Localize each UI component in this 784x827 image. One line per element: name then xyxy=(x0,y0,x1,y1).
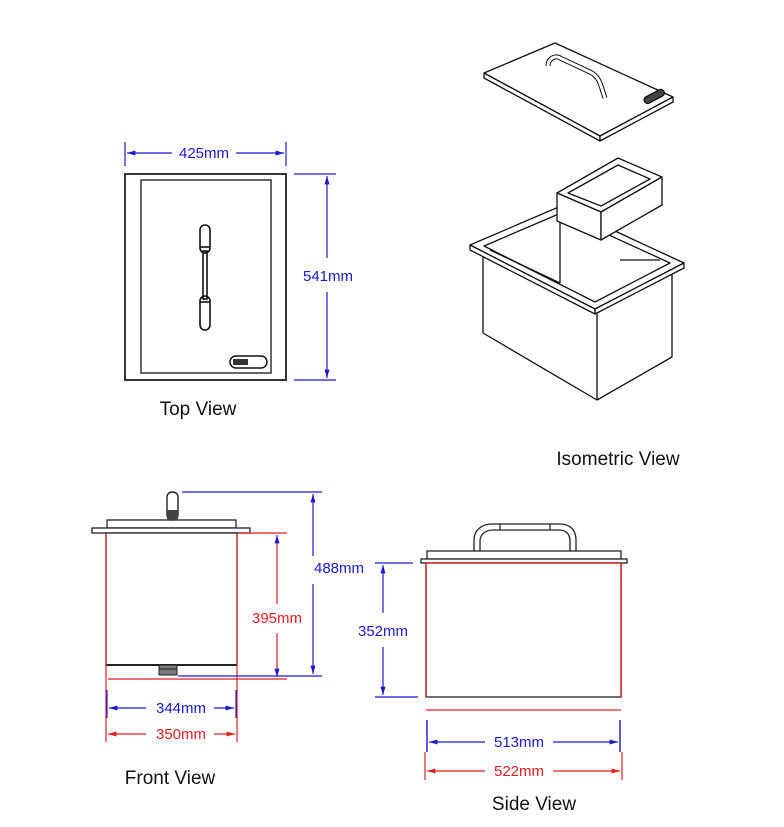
top-view-lid-panel xyxy=(140,179,272,374)
side-body xyxy=(425,562,622,698)
lid-handle-icon xyxy=(199,224,211,331)
isometric-tub xyxy=(469,205,685,401)
front-total-height-label: 488mm xyxy=(314,560,364,577)
side-lid-top xyxy=(426,550,622,560)
side-outer-width-label: 522mm xyxy=(494,763,544,780)
side-view-title: Side View xyxy=(492,794,576,815)
isometric-view xyxy=(469,42,685,401)
drain-fitting-icon xyxy=(158,664,178,676)
front-lid-top xyxy=(106,519,237,529)
front-outer-width-label: 350mm xyxy=(156,726,206,743)
top-width-label: 425mm xyxy=(179,145,229,162)
isometric-basket xyxy=(556,157,663,241)
side-view: 352mm 513mm 522mm Side View xyxy=(358,523,628,815)
top-view: 425mm 541mm Top View xyxy=(124,142,353,420)
top-view-outer-frame xyxy=(124,173,287,381)
front-lid-flange xyxy=(91,527,251,534)
front-view-title: Front View xyxy=(125,768,216,789)
front-view: 488mm 395mm 344mm 350mm Front View xyxy=(91,491,364,789)
side-inner-width-label: 513mm xyxy=(494,734,544,751)
front-body xyxy=(105,532,238,666)
front-inner-width-label: 344mm xyxy=(156,700,206,717)
isometric-view-title: Isometric View xyxy=(556,449,679,470)
top-view-title: Top View xyxy=(160,399,237,420)
isometric-lid xyxy=(483,42,674,142)
front-body-height-label: 395mm xyxy=(252,610,302,627)
isometric-badge-icon xyxy=(643,88,666,105)
brand-badge-icon xyxy=(229,355,268,369)
top-depth-label: 541mm xyxy=(303,268,353,285)
side-body-height-label: 352mm xyxy=(358,623,408,640)
front-handle-icon xyxy=(166,491,179,521)
side-handle-icon xyxy=(473,523,577,552)
